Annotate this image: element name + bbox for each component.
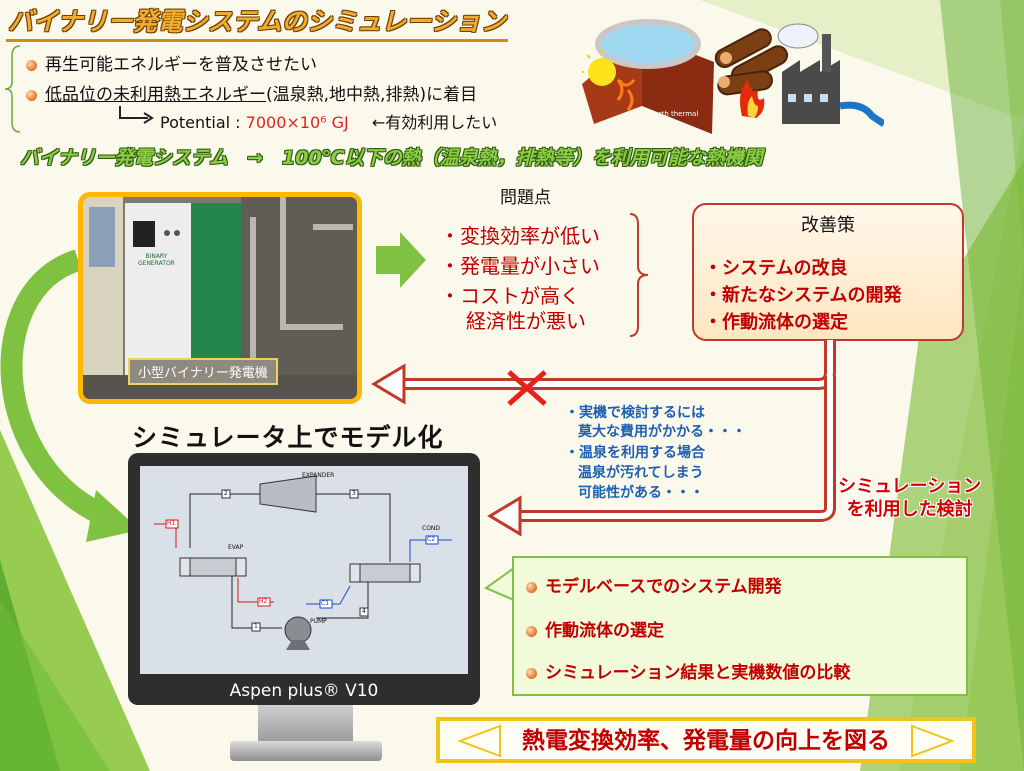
cond-label: COND [422,525,441,532]
intro-bullet-2: 低品位の未利用熱エネルギー(温泉熱,地中熱,排熱)に着目 [26,80,477,105]
stream-tag: H1 [167,520,176,527]
note-line: 温泉が汚れてしまう [578,465,704,481]
problem-item: ・発電量が小さい [440,254,600,278]
stream-tag: 4 [362,608,366,615]
red-flow-arrows [371,340,836,536]
outcome-item: モデルベースでのシステム開発 [526,572,782,597]
aspen-label: Aspen plus® V10 [229,681,379,701]
outcomes-box: モデルベースでのシステム開発 作動流体の選定 シミュレーション結果と実機数値の比… [512,556,968,696]
improvements-box: 改善策 ・システムの改良 ・新たなシステムの開発 ・作動流体の選定 [692,203,964,341]
model-title: シミュレータ上でモデル化 [132,423,444,452]
evap-label: EVAP [228,544,244,551]
improvement-item: ・新たなシステムの開発 [704,285,902,306]
improvements-heading: 改善策 [801,215,855,236]
expander-label: EXPANDER [302,472,335,479]
problems-bracket [629,213,649,337]
bullet-dot-icon [526,625,537,637]
bullet-dot-icon [526,581,537,593]
bullet-dot-icon [26,89,37,101]
generator-photo-art [83,197,357,399]
outcome-item: シミュレーション結果と実機数値の比較 [526,658,850,683]
earth-thermal-illustration [582,19,714,134]
note-line: ・温泉を利用する場合 [565,445,705,461]
stream-tag: C1 [321,600,330,607]
intro-bullet-1: 再生可能エネルギーを普及させたい [26,50,317,75]
intro-bracket [4,45,21,133]
subtitle: バイナリー発電システム → 100℃以下の熱（温泉熱，排熱等）を利用可能な熱機関 [20,147,763,169]
potential-line: Potential : 7000×10⁶ GJ ←有効利用したい [160,113,498,132]
monitor-stand [258,705,353,743]
note-line: 莫大な費用がかかる・・・ [578,424,746,440]
waste-heat-illustration [714,23,884,127]
improvement-item: ・作動流体の選定 [704,312,848,333]
outcome-item: 作動流体の選定 [526,616,664,641]
flowsheet-diagram [140,466,468,674]
conclusion-banner [436,717,976,763]
banner-arrows [457,724,955,758]
bullet-dot-icon [526,667,537,679]
return-arrow-icon [119,106,154,124]
note-line: ・実機で検討するには [565,405,705,421]
stream-tag: H2 [259,598,268,605]
stream-tag: 1 [254,623,258,630]
generator-photo [78,192,362,404]
potential-value: 7000×10⁶ GJ [245,113,349,132]
conclusion-text: 熱電変換効率、発電量の向上を図る [522,728,890,754]
stream-tag: C2 [427,536,436,543]
simulation-note: シミュレーション を利用した検討 [838,476,982,521]
problem-item: ・変換効率が低い [440,224,600,248]
problem-item: ・コストが高く [440,284,580,308]
pump-label: PUMP [310,618,327,625]
problems-heading: 問題点 [500,188,551,208]
photo-label: 小型バイナリー発電機 [128,358,278,385]
flowsheet-screen [140,466,468,674]
underlined-phrase: 低品位の未利用熱エネルギー [45,85,266,105]
right-arrow-icon [376,232,426,288]
note-line: 可能性がある・・・ [578,485,704,501]
improvement-item: ・システムの改良 [704,258,848,279]
problem-item: 経済性が悪い [466,309,586,333]
monitor-base [230,741,382,761]
stream-tag: 3 [352,490,356,497]
bullet-dot-icon [26,59,37,71]
page-title: バイナリー発電システムのシミュレーション [6,2,508,42]
green-curve-arrow [0,250,140,542]
stream-tag: 2 [224,490,228,497]
earth-thermal-label: Earth thermal [650,110,699,118]
generator-machine-text: BINARY GENERATOR [138,253,175,267]
cross-mark-icon [507,370,547,406]
